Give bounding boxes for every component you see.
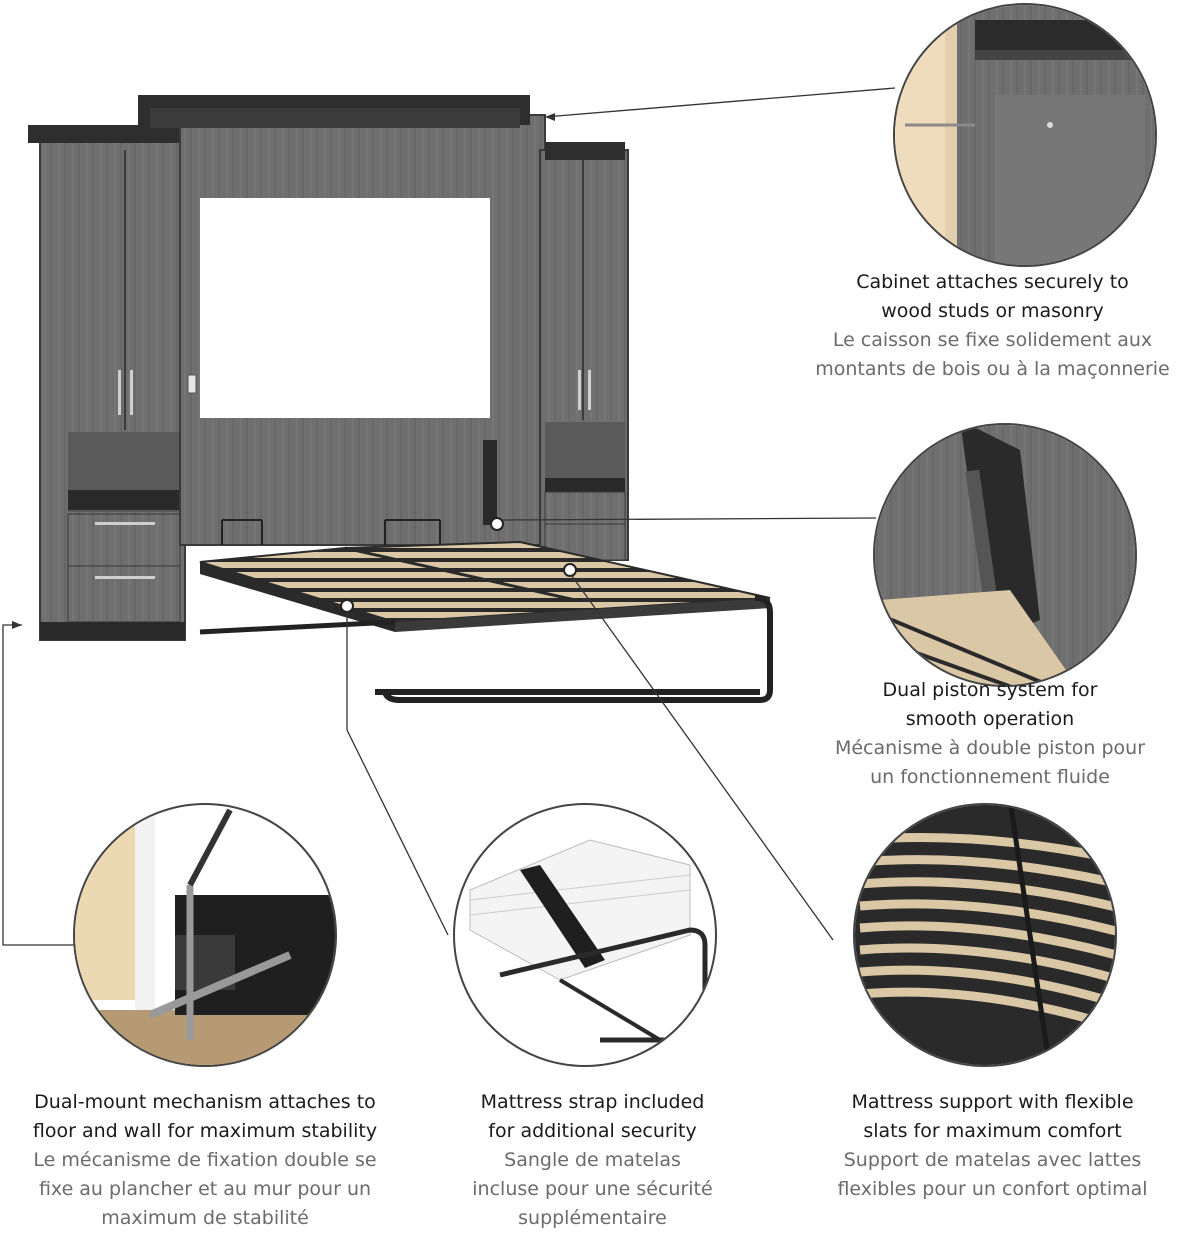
bed-leg [382, 595, 773, 703]
left-cabinet-handle [118, 370, 121, 415]
caption-strap-fr-1: Sangle de matelas [504, 1149, 681, 1171]
detail-dual-mount [73, 803, 337, 1067]
caption-piston: Dual piston system for smooth operation … [790, 676, 1190, 792]
callout-dot [340, 599, 354, 613]
callout-dot [563, 563, 577, 577]
detail-flexible-slats [853, 803, 1117, 1067]
caption-strap-en-1: Mattress strap included [480, 1091, 705, 1113]
right-cabinet-niche [545, 422, 625, 487]
detail-mattress-strap [453, 803, 717, 1067]
caption-cabinet-en-2: wood studs or masonry [881, 300, 1104, 322]
caption-cabinet-fr-2: montants de bois ou à la maçonnerie [815, 358, 1170, 380]
right-cabinet-crown [545, 142, 625, 160]
caption-mount-fr-1: Le mécanisme de fixation double se [33, 1149, 377, 1171]
detail-piston [873, 423, 1137, 687]
caption-slats-fr-2: flexibles pour un confort optimal [837, 1178, 1148, 1200]
caption-piston-en-2: smooth operation [905, 708, 1075, 730]
caption-mount-fr-2: fixe au plancher et au mur pour un [38, 1178, 372, 1200]
caption-slats-en-2: slats for maximum comfort [863, 1120, 1122, 1142]
caption-cabinet: Cabinet attaches securely to wood studs … [780, 268, 1200, 384]
callout-lines [2, 87, 896, 946]
caption-strap-fr-2: incluse pour une sécurité [472, 1178, 713, 1200]
headboard [200, 418, 490, 498]
caption-piston-fr-2: un fonctionnement fluide [870, 766, 1110, 788]
bed-opening [200, 198, 490, 418]
caption-mount-fr-3: maximum de stabilité [101, 1207, 309, 1229]
detail-wall-attachment [893, 3, 1157, 267]
caption-mount-en-2: floor and wall for maximum stability [32, 1120, 378, 1142]
caption-strap: Mattress strap included for additional s… [430, 1088, 755, 1233]
left-drawer [67, 565, 181, 623]
caption-cabinet-en-1: Cabinet attaches securely to [856, 271, 1129, 293]
callout-dot [490, 517, 504, 531]
caption-cabinet-fr-1: Le caisson se fixe solidement aux [832, 329, 1153, 351]
left-drawer [67, 513, 181, 567]
murphy-bed-unit [28, 95, 773, 703]
caption-piston-fr-1: Mécanisme à double piston pour [834, 737, 1146, 759]
caption-piston-en-1: Dual piston system for [882, 679, 1098, 701]
caption-mount: Dual-mount mechanism attaches to floor a… [0, 1088, 410, 1233]
caption-slats: Mattress support with flexible slats for… [790, 1088, 1195, 1204]
caption-mount-en-1: Dual-mount mechanism attaches to [34, 1091, 376, 1113]
left-cabinet-handle [130, 370, 133, 415]
caption-slats-en-1: Mattress support with flexible [851, 1091, 1134, 1113]
bed-side-rail [200, 562, 395, 632]
caption-slats-fr-1: Support de matelas avec lattes [843, 1149, 1142, 1171]
piston-bracket [483, 440, 497, 525]
caption-strap-en-2: for additional security [488, 1120, 697, 1142]
caption-strap-fr-3: supplémentaire [518, 1207, 667, 1229]
left-cabinet-crown [28, 125, 180, 143]
right-drawer [544, 491, 626, 525]
